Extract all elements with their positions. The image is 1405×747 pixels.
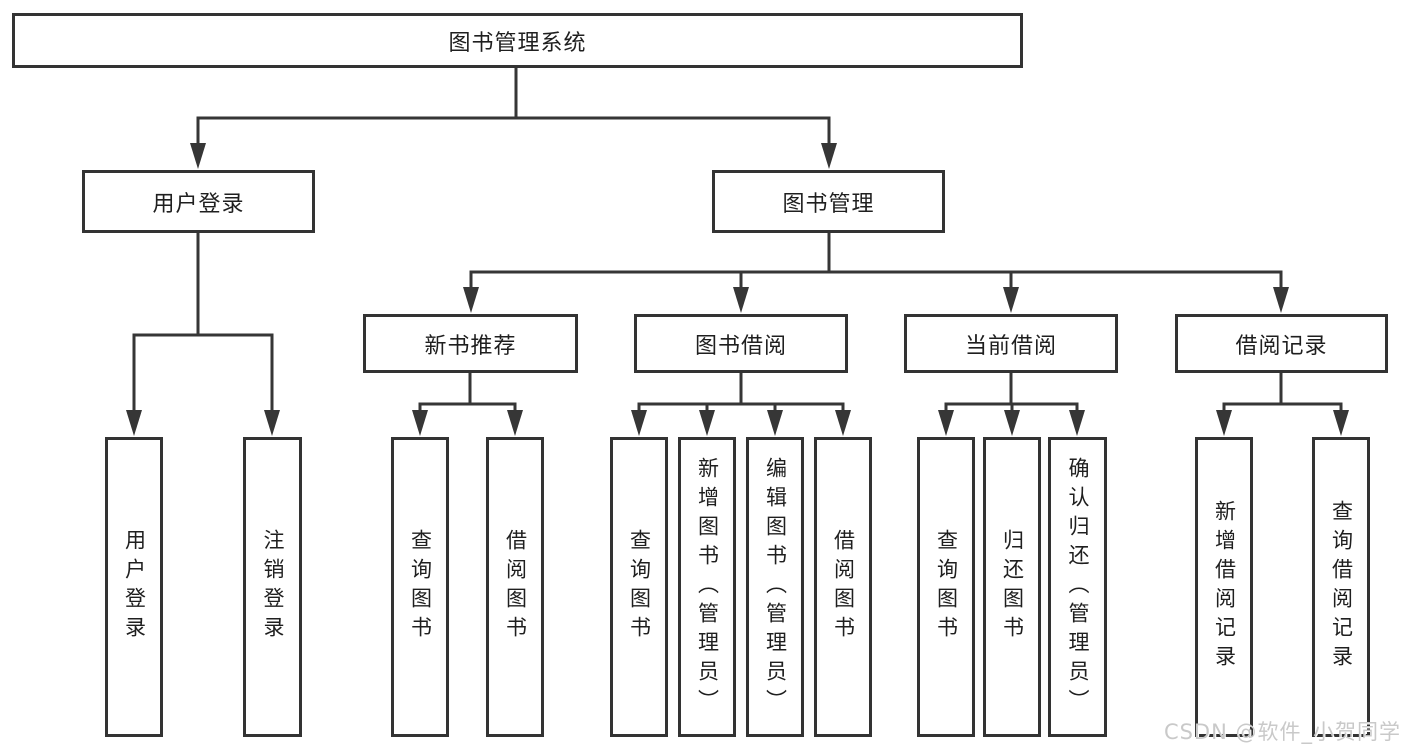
leaf-query-books-current: 查询图书 [917, 437, 975, 737]
leaf-label: 查询图书 [627, 529, 652, 645]
leaf-label: 新增借阅记录 [1212, 500, 1237, 674]
node-label: 图书管理系统 [448, 30, 587, 56]
leaf-label: 用户登录 [122, 529, 147, 645]
leaf-edit-books-admin: 编辑图书（管理员） [746, 437, 804, 737]
node-label: 图书管理 [782, 191, 875, 217]
leaf-confirm-return-admin: 确认归还（管理员） [1048, 437, 1107, 737]
node-label: 当前借阅 [964, 333, 1057, 359]
csdn-watermark: CSDN @软件_小贺同学 [1163, 720, 1401, 744]
leaf-label: 借阅图书 [831, 529, 856, 645]
leaf-borrow-books-recommend: 借阅图书 [486, 437, 544, 737]
leaf-query-books-borrowing: 查询图书 [610, 437, 668, 737]
leaf-label: 注销登录 [261, 529, 285, 645]
node-borrowing-records: 借阅记录 [1175, 314, 1388, 373]
leaf-query-borrow-record: 查询借阅记录 [1312, 437, 1370, 737]
leaf-query-books-recommend: 查询图书 [391, 437, 449, 737]
leaf-user-login: 用户登录 [105, 437, 163, 737]
arrowheads [126, 143, 1349, 436]
node-user-login: 用户登录 [82, 170, 315, 233]
node-current-borrowing: 当前借阅 [904, 314, 1118, 373]
leaf-label: 查询借阅记录 [1329, 500, 1354, 674]
leaf-return-books: 归还图书 [983, 437, 1041, 737]
leaf-add-borrow-record: 新增借阅记录 [1195, 437, 1253, 737]
leaf-add-books-admin: 新增图书（管理员） [678, 437, 736, 737]
node-label: 图书借阅 [694, 333, 787, 359]
leaf-label: 借阅图书 [503, 529, 528, 645]
node-book-management: 图书管理 [712, 170, 945, 233]
leaf-label: 查询图书 [408, 529, 433, 645]
node-book-borrowing: 图书借阅 [634, 314, 848, 373]
leaf-logout: 注销登录 [243, 437, 302, 737]
node-label: 借阅记录 [1235, 333, 1328, 359]
leaf-label: 新增图书（管理员） [695, 456, 720, 718]
leaf-label: 归还图书 [1000, 529, 1025, 645]
node-label: 用户登录 [152, 191, 245, 217]
leaf-label: 确认归还（管理员） [1066, 456, 1090, 718]
node-new-book-recommendation: 新书推荐 [363, 314, 578, 373]
leaf-label: 编辑图书（管理员） [763, 456, 788, 718]
node-label: 新书推荐 [424, 333, 517, 359]
leaf-borrow-books-borrowing: 借阅图书 [814, 437, 872, 737]
node-library-management-system: 图书管理系统 [12, 13, 1023, 68]
leaf-label: 查询图书 [934, 529, 959, 645]
